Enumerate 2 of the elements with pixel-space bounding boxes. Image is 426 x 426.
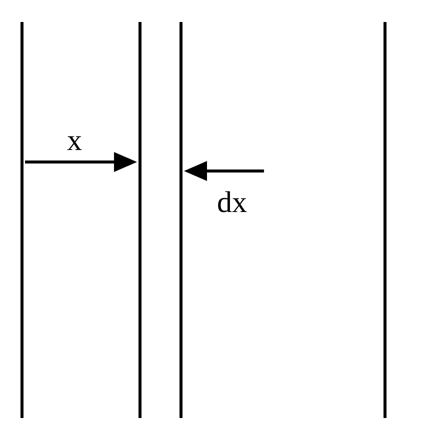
variable-label: x bbox=[67, 126, 82, 156]
variable-label: dx bbox=[217, 188, 247, 218]
